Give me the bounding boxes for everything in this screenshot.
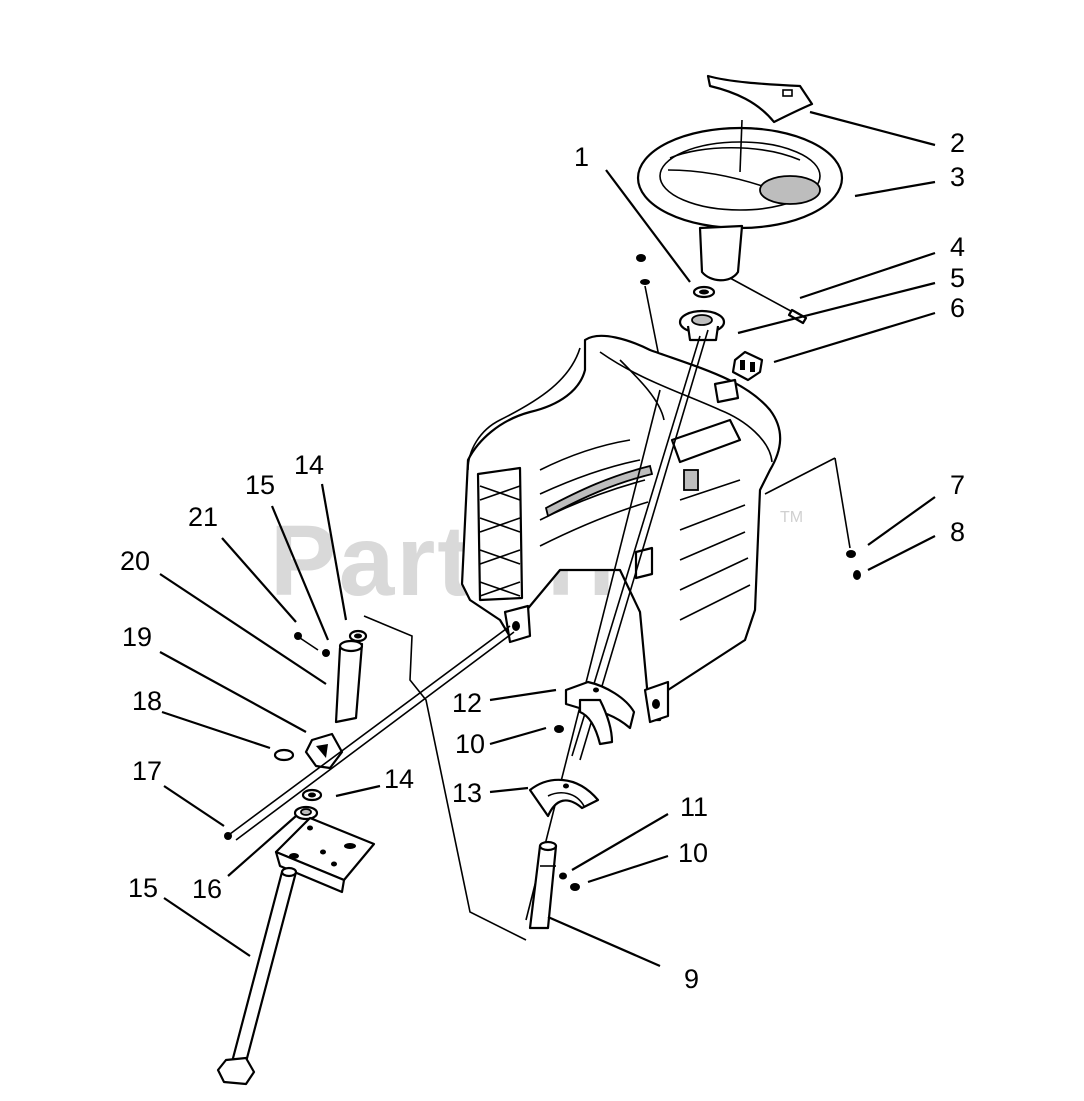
nut-15 bbox=[322, 649, 330, 657]
steering-wheel-cap bbox=[706, 74, 814, 124]
callout-11: 11 bbox=[680, 792, 708, 822]
mounting-plate bbox=[274, 816, 376, 894]
callout-13: 13 bbox=[452, 778, 482, 808]
callout-10-lower: 10 bbox=[678, 838, 708, 868]
bolt-17 bbox=[224, 832, 232, 840]
bearing-16 bbox=[293, 805, 319, 821]
roll-pin bbox=[729, 277, 808, 325]
callout-10-upper: 10 bbox=[455, 729, 485, 759]
nut-10-upper bbox=[554, 725, 564, 733]
dash-housing bbox=[460, 334, 782, 724]
leader-lines bbox=[159, 110, 936, 968]
callout-9: 9 bbox=[684, 964, 699, 994]
callout-labels: 1 2 3 4 5 6 7 8 9 10 10 11 12 13 14 14 1… bbox=[120, 128, 965, 994]
nut-6 bbox=[731, 350, 764, 382]
callout-1: 1 bbox=[574, 142, 589, 172]
callout-17: 17 bbox=[132, 756, 162, 786]
washer-7 bbox=[846, 550, 856, 558]
callout-14-lower: 14 bbox=[384, 764, 414, 794]
steering-wheel bbox=[636, 119, 844, 282]
steering-gear-19 bbox=[304, 732, 344, 770]
callout-19: 19 bbox=[122, 622, 152, 652]
bushing-13 bbox=[528, 778, 600, 818]
callout-2: 2 bbox=[950, 128, 965, 158]
callout-5: 5 bbox=[950, 263, 965, 293]
drag-link bbox=[229, 625, 515, 841]
washer-14-lower bbox=[301, 788, 323, 802]
watermark-trademark: TM bbox=[780, 509, 803, 526]
callout-14-upper: 14 bbox=[294, 450, 324, 480]
callout-21: 21 bbox=[188, 502, 218, 532]
washer-11 bbox=[559, 872, 567, 880]
washer-14-upper bbox=[348, 629, 368, 643]
bolt-21 bbox=[294, 632, 319, 651]
bushing-5 bbox=[678, 309, 726, 342]
callout-3: 3 bbox=[950, 162, 965, 192]
callout-4: 4 bbox=[950, 232, 965, 262]
callout-15-lower: 15 bbox=[128, 873, 158, 903]
callout-18: 18 bbox=[132, 686, 162, 716]
tube-9 bbox=[528, 840, 558, 930]
bracket-12 bbox=[564, 680, 636, 746]
bolt-8 bbox=[853, 570, 861, 580]
callout-12: 12 bbox=[452, 688, 482, 718]
callout-8: 8 bbox=[950, 517, 965, 547]
washer-18 bbox=[273, 748, 295, 762]
bracket-line bbox=[363, 615, 527, 941]
callout-20: 20 bbox=[120, 546, 150, 576]
callout-7: 7 bbox=[950, 470, 965, 500]
drag-link-lines bbox=[764, 457, 851, 549]
callout-15-upper: 15 bbox=[245, 470, 275, 500]
steering-shaft-15 bbox=[216, 866, 298, 1086]
nut-10-lower bbox=[570, 883, 580, 891]
washer-1 bbox=[692, 285, 716, 299]
spacer-20 bbox=[334, 639, 364, 724]
callout-6: 6 bbox=[950, 293, 965, 323]
callout-16: 16 bbox=[192, 874, 222, 904]
